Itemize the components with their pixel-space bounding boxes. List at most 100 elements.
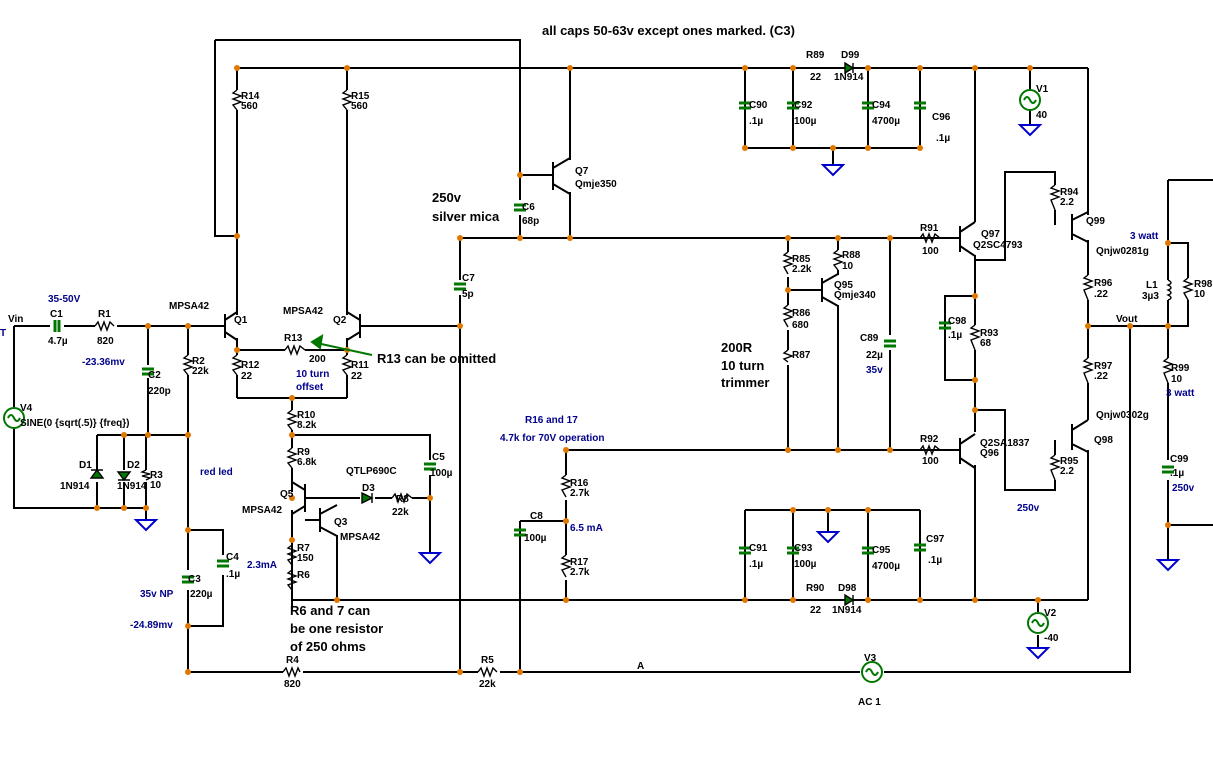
c89-value: 22µ [866,350,883,361]
q3-value: MPSA42 [340,532,380,543]
r5-value: 22k [479,679,496,690]
resistor-r87 [782,349,794,363]
resistor-r13 [284,344,306,356]
r2-value: 22k [192,366,209,377]
note-r6-7-b: be one resistor [290,621,383,636]
r98-value: 10 [1194,289,1206,300]
resistor-r96 [1082,274,1094,301]
resistor-r8 [391,492,413,504]
note-mv1: -23.36mv [82,357,125,368]
resistor-r3 [139,469,153,481]
r3-value: 10 [150,480,162,491]
c96-value: .1µ [936,133,950,144]
note-r13-omit: R13 can be omitted [377,351,496,366]
v4-label: V4 [20,403,33,414]
r9-value: 6.8k [297,457,317,468]
capacitor-c95 [862,546,874,555]
c94-label: C94 [872,100,891,111]
capacitor-c94 [862,101,874,110]
note-35v: 35v [866,365,883,376]
d2-value: 1N914 [117,481,147,492]
c93-value: 100µ [794,559,817,570]
d3-type: QTLP690C [346,466,397,477]
sources [3,89,1049,683]
d99-value: 1N914 [834,72,864,83]
resistor-r7 [286,544,298,566]
resistor-r98 [1182,277,1194,301]
transistor-q97 [959,221,976,257]
r96-label: R96 [1094,278,1113,289]
c8-value: 100µ [524,533,547,544]
resistor-r14 [231,89,243,111]
diodes [89,61,855,607]
r17-value: 2.7k [570,567,590,578]
ground-symbols [133,124,1181,660]
q98-label: Q98 [1094,435,1113,446]
r93-label: R93 [980,328,999,339]
c95-value: 4700µ [872,561,900,572]
q96-label: Q96 [980,448,999,459]
capacitor-c5 [424,462,436,471]
d3-label: D3 [362,483,375,494]
c6-label: C6 [522,202,535,213]
transistors [224,157,1089,537]
wires [13,39,1213,673]
capacitor-c3 [182,575,194,584]
transistor-q1 [224,311,238,341]
v1-label: V1 [1036,84,1049,95]
c1-value: 4.7µ [48,336,68,347]
c90-value: .1µ [749,116,763,127]
c3-label: C3 [188,574,201,585]
capacitor-c97 [914,543,926,552]
r15-value: 560 [351,101,368,112]
source-v2 [1027,612,1049,634]
c91-label: C91 [749,543,768,554]
r10-label: R10 [297,410,316,421]
r7-label: R7 [297,543,310,554]
capacitor-c6 [514,203,526,212]
r5-label: R5 [481,655,494,666]
r99-value: 10 [1171,374,1183,385]
c7-label: C7 [462,273,475,284]
r2-label: R2 [192,356,205,367]
r7-value: 150 [297,553,314,564]
r99-label: R99 [1171,363,1190,374]
transistor-q98 [1071,419,1089,453]
r3-label: R3 [150,470,163,481]
capacitor-c92 [787,101,799,110]
note-mv2: -24.89mv [130,620,173,631]
d98-value: 1N914 [832,605,862,616]
r91-label: R91 [920,223,939,234]
r85-value: 2.2k [792,264,812,275]
diode-d1 [89,468,105,479]
v2-value: -40 [1044,633,1059,644]
l1-label: L1 [1146,280,1158,291]
v4-value: SINE(0 {sqrt(.5)} {freq}) [20,418,129,429]
diode-d2 [116,471,132,482]
note-250v-b: 250v [1172,483,1195,494]
note-ten-turn: 10 turn [296,369,329,380]
note-3watt-a: 3 watt [1130,231,1159,242]
resistor-r10 [286,409,298,431]
r92-value: 100 [922,456,939,467]
resistor-r6 [286,569,298,591]
resistor-r9 [286,447,298,469]
r4-value: 820 [284,679,301,690]
ground-icon [417,552,443,565]
r88-label: R88 [842,250,861,261]
r90-label: R90 [806,583,825,594]
c91-value: .1µ [749,559,763,570]
notes: all caps 50-63v except ones marked. (C3)… [0,23,1195,672]
note-trimmer-1: 200R [721,340,753,355]
c95-label: C95 [872,545,891,556]
r15-label: R15 [351,91,370,102]
note-silver-mica-2: silver mica [432,209,500,224]
q99-value: Qnjw0281g [1096,246,1149,257]
note-caps: all caps 50-63v except ones marked. (C3) [542,23,795,38]
q95-value: Qmje340 [834,290,876,301]
source-v3 [861,661,883,683]
note-6-5ma: 6.5 mA [570,523,603,534]
r11-value: 22 [351,371,363,382]
resistor-r92 [919,444,941,456]
